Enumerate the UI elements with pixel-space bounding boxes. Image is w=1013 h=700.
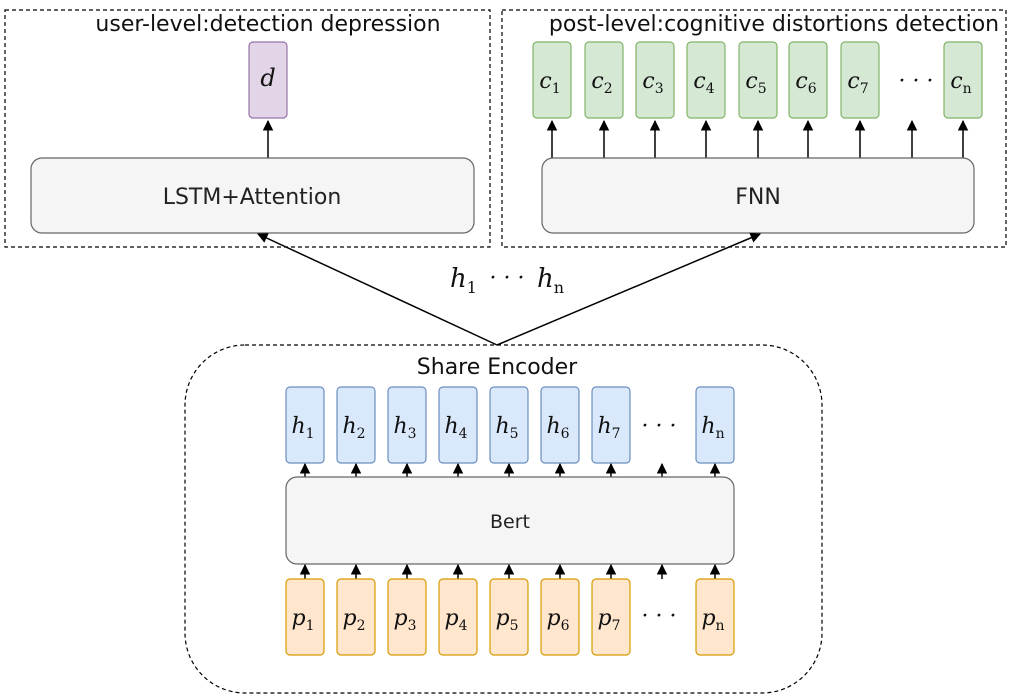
input-node-5: p5 [489,578,529,656]
input-node-label: p1 [291,606,314,634]
hidden-node-label: h7 [597,414,620,442]
input-node-label: p3 [393,606,416,634]
hidden-node-3: h3 [387,386,427,464]
encoder-to-lstm-arrow [257,233,498,346]
hidden-node-label: h1 [291,414,314,442]
share-encoder-panel: Share Encoder h1 h2 h3 h4 h5 h6 h7 hn · · · Ber… [184,344,823,694]
input-ellipsis: · · · [642,604,677,629]
hidden-node-label: hn [701,414,724,442]
input-node-label: p4 [444,606,467,634]
input-node-label: p2 [342,606,365,634]
input-node-4: p4 [438,578,478,656]
distortion-node-2: c2 [584,41,624,119]
input-node-7: p7 [591,578,631,656]
distortion-node-label: c3 [642,69,663,97]
input-node-label: p7 [597,606,620,634]
input-node-1: p1 [285,578,325,656]
svg-text:h1: h1 [450,264,477,297]
depression-output-node: d [248,41,288,119]
distortion-node-label: c1 [539,69,560,97]
distortion-node-label: cn [950,69,971,97]
input-post-nodes: p1 p2 p3 p4 p5 p6 p7 pn [285,578,735,656]
input-node-n: pn [695,578,735,656]
share-encoder-title: Share Encoder [417,355,578,380]
hidden-node-label: h4 [444,414,467,442]
input-node-3: p3 [387,578,427,656]
input-node-label: pn [701,606,724,634]
hidden-node-4: h4 [438,386,478,464]
distortion-arrows [546,119,969,158]
hidden-node-label: h5 [495,414,518,442]
hidden-ellipsis: · · · [642,414,677,439]
lstm-attention-label: LSTM+Attention [163,185,342,210]
hidden-node-7: h7 [591,386,631,464]
distortion-ellipsis: · · · [899,69,934,94]
bert-to-hidden-arrows [299,462,721,477]
distortion-node-label: c7 [847,69,868,97]
hidden-node-label: h6 [546,414,569,442]
fnn-block: FNN [541,157,975,234]
hidden-sequence-label: h1 · · · hn [450,264,564,297]
hidden-node-6: h6 [540,386,580,464]
distortion-node-label: c6 [795,69,816,97]
input-to-bert-arrows [299,563,721,579]
bert-label: Bert [490,511,530,533]
hidden-state-nodes: h1 h2 h3 h4 h5 h6 h7 hn [285,386,735,464]
distortion-node-1: c1 [532,41,572,119]
input-node-2: p2 [336,578,376,656]
distortion-output-nodes: c1 c2 c3 c4 c5 c6 c7 cn [532,41,983,119]
encoder-to-fnn-arrow [496,232,761,346]
fnn-label: FNN [735,185,781,210]
distortion-node-label: c5 [745,69,766,97]
user-level-panel: user-level:detection depression d LSTM+A… [4,9,491,248]
user-level-title: user-level:detection depression [95,12,440,37]
input-node-label: p5 [495,606,518,634]
svg-text:· · ·: · · · [490,266,525,291]
bert-block: Bert [285,476,735,565]
distortion-node-n: cn [943,41,983,119]
input-node-label: p6 [546,606,569,634]
distortion-node-label: c4 [693,69,714,97]
input-node-6: p6 [540,578,580,656]
distortion-node-5: c5 [738,41,778,119]
hidden-node-5: h5 [489,386,529,464]
svg-text:hn: hn [537,264,564,297]
hidden-node-1: h1 [285,386,325,464]
depression-output-label: d [260,64,275,92]
hidden-node-label: h3 [393,414,416,442]
lstm-attention-block: LSTM+Attention [30,157,475,234]
distortion-node-6: c6 [788,41,828,119]
post-level-panel: post-level:cognitive distortions detecti… [501,9,1007,248]
distortion-node-3: c3 [635,41,675,119]
hidden-node-2: h2 [336,386,376,464]
hidden-node-n: hn [695,386,735,464]
distortion-node-4: c4 [686,41,726,119]
distortion-node-7: c7 [840,41,880,119]
post-level-title: post-level:cognitive distortions detecti… [549,12,999,37]
hidden-node-label: h2 [342,414,365,442]
distortion-node-label: c2 [591,69,612,97]
